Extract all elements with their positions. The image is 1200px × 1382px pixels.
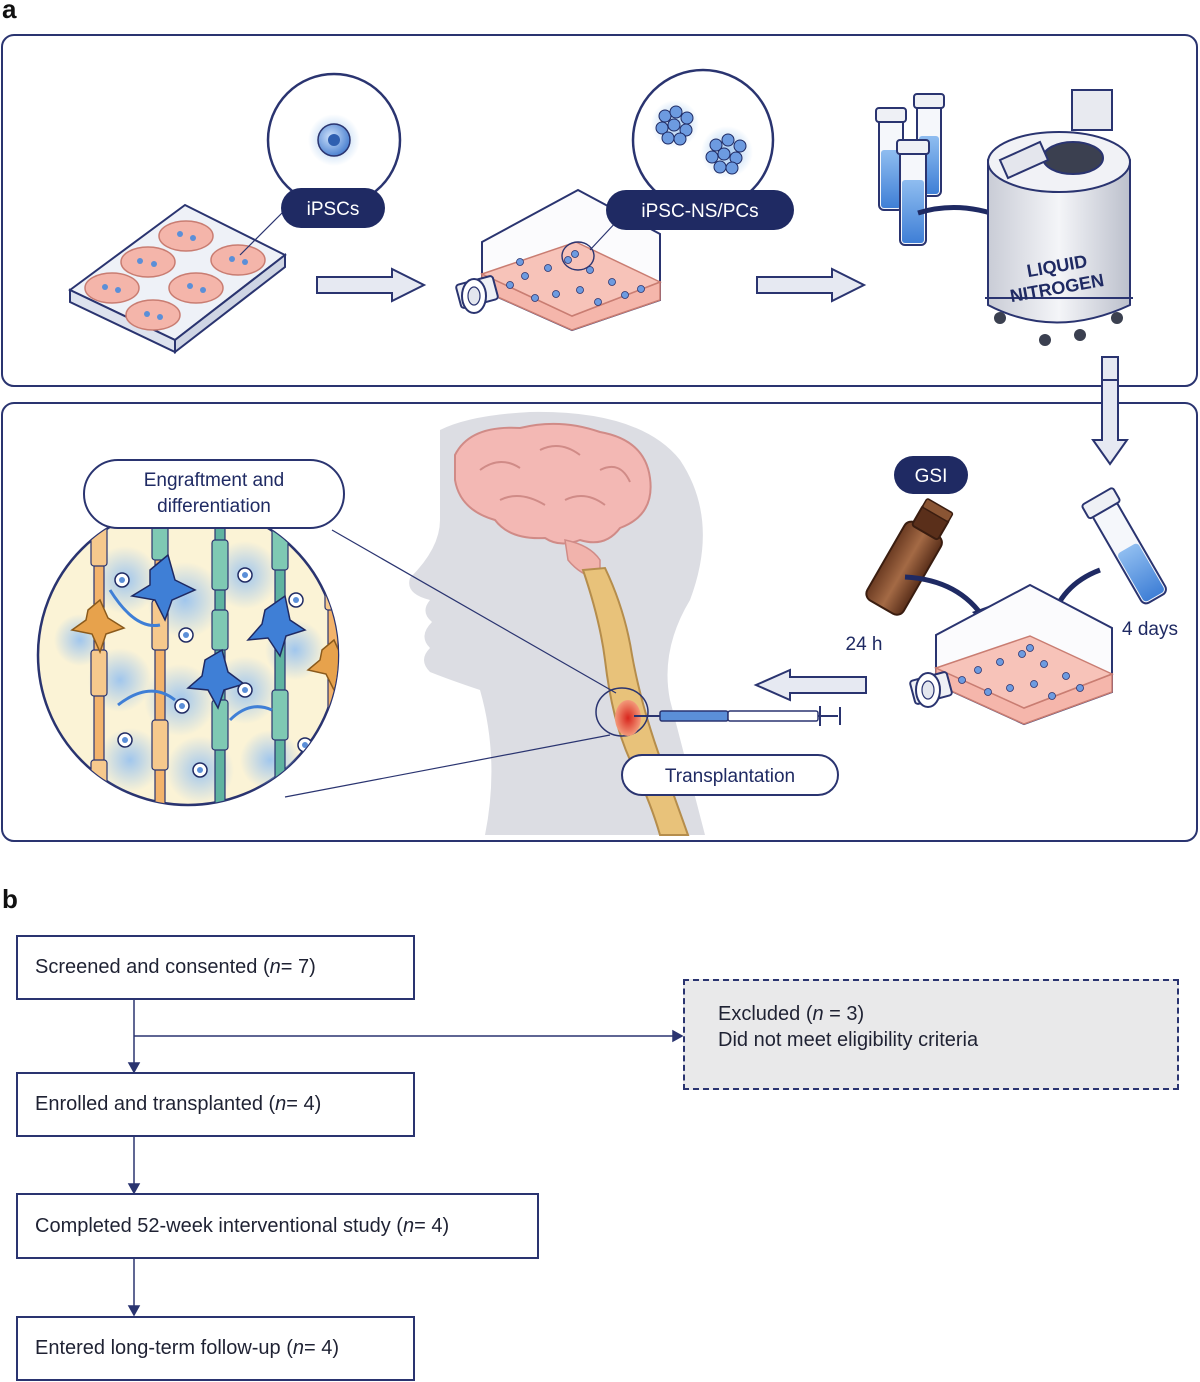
followup-box: Entered long-term follow-up (n = 4): [16, 1316, 415, 1381]
gsi-pill: [894, 456, 968, 494]
followup-text: Entered long-term follow-up (: [35, 1337, 293, 1359]
excluded-text: Excluded (: [718, 1003, 813, 1025]
engraftment-label-line1: Engraftment and: [144, 470, 284, 491]
ipscs-pill: [281, 188, 385, 228]
time-4days-label: 4 days: [1122, 619, 1178, 640]
transplantation-pill: [621, 754, 839, 796]
arrow-right-icon: [756, 267, 867, 303]
ipsc-ns-pcs-label: iPSC-NS/PCs: [641, 201, 758, 222]
enrolled-n: n: [275, 1093, 287, 1115]
ipscs-label: iPSCs: [307, 199, 360, 220]
engraftment-pill: [83, 459, 345, 529]
culture-flask-icon: [909, 583, 1114, 726]
syringe-icon: [634, 706, 841, 726]
excluded-box: Excluded (n = 3) Did not meet eligibilit…: [683, 979, 1179, 1090]
cryovial-icon: [875, 93, 945, 246]
panel-letter-a: a: [2, 0, 17, 24]
screened-text: Screened and consented (: [35, 956, 270, 978]
panel-a-illustration: iPSCs iPSC-NS/PCs: [1, 34, 1198, 842]
liquid-nitrogen-tank-icon: [985, 89, 1133, 346]
brain-icon: [454, 422, 652, 581]
screened-rest: = 7): [280, 956, 316, 978]
engraftment-label-line2: differentiation: [157, 496, 271, 517]
followup-n: n: [292, 1337, 305, 1359]
completed-box: Completed 52-week interventional study (…: [16, 1193, 539, 1259]
engraftment-zoom-circle: [36, 503, 340, 807]
completed-rest: = 4): [414, 1214, 450, 1237]
completed-n: n: [402, 1214, 415, 1237]
followup-rest: = 4): [304, 1337, 340, 1359]
enrolled-box: Enrolled and transplanted (n = 4): [16, 1072, 415, 1137]
thawed-vial-icon: [1081, 487, 1167, 605]
excluded-reason: Did not meet eligibility criteria: [718, 1029, 979, 1051]
arrow-right-icon: [316, 267, 427, 303]
excluded-rest: = 3): [823, 1003, 865, 1025]
ipsc-ns-pcs-zoom-circle: [631, 68, 775, 212]
panel-letter-b: b: [2, 884, 18, 914]
six-well-plate-icon: [68, 203, 287, 355]
screened-n: n: [269, 956, 281, 978]
ipsc-ns-pcs-pill: [606, 190, 794, 230]
flowchart-connectors: [127, 999, 684, 1317]
enrolled-text: Enrolled and transplanted (: [35, 1093, 276, 1115]
injection-site: [615, 700, 641, 736]
time-24h-label: 24 h: [846, 634, 883, 655]
enrolled-rest: = 4): [286, 1093, 322, 1115]
excluded-n: n: [812, 1003, 824, 1025]
neurosphere-icon: [651, 100, 753, 178]
transplantation-label: Transplantation: [665, 766, 795, 787]
completed-text: Completed 52-week interventional study (: [35, 1214, 403, 1237]
gsi-label: GSI: [915, 466, 948, 487]
arrow-left-icon: [753, 668, 867, 702]
gsi-bottle-icon: [865, 498, 954, 616]
screened-box: Screened and consented (n = 7): [16, 935, 415, 1000]
